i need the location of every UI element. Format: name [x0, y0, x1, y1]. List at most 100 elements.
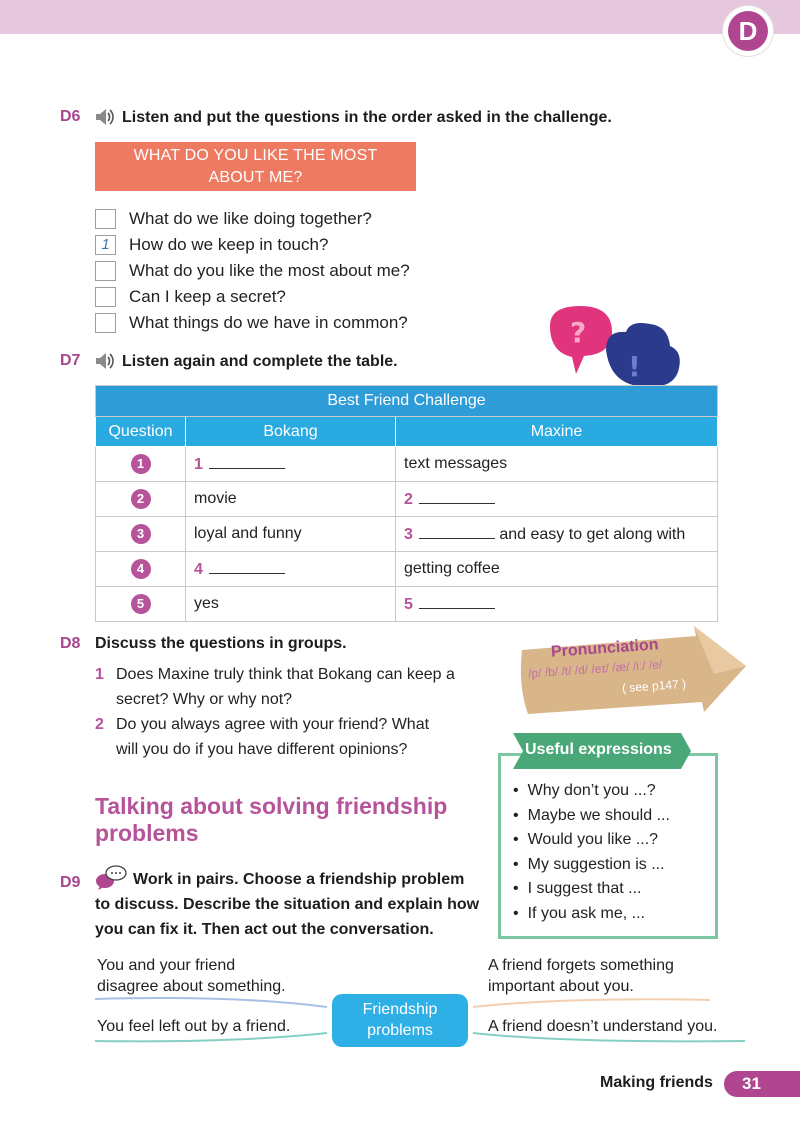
column-header: Bokang	[185, 416, 396, 447]
section-letter: D	[728, 11, 768, 51]
maxine-text: and easy to get along with	[499, 525, 686, 543]
question-text: How do we keep in touch?	[129, 235, 329, 254]
question-text: Can I keep a secret?	[129, 287, 286, 306]
center-line: Friendship	[362, 1001, 438, 1018]
heading-line: problems	[95, 820, 199, 846]
challenge-table: Best Friend Challenge Question Bokang Ma…	[95, 385, 718, 622]
blank-number: 5	[404, 595, 413, 613]
maxine-cell: 5	[395, 586, 718, 622]
heading-line: Talking about solving friendship	[95, 793, 448, 819]
friendship-problems-center: Friendship problems	[332, 994, 468, 1047]
question-cell: 1	[95, 446, 186, 482]
d6-code: D6	[60, 108, 81, 125]
speaker-icon[interactable]	[94, 106, 116, 133]
number-circle: 2	[130, 489, 151, 509]
list-item: 1 Does Maxine truly think that Bokang ca…	[95, 662, 495, 712]
d8-code: D8	[60, 635, 81, 652]
order-box[interactable]	[95, 313, 116, 333]
answer-blank[interactable]	[208, 560, 285, 574]
list-item: 2 Do you always agree with your friend? …	[95, 712, 495, 762]
item-line: secret? Why or why not?	[116, 691, 293, 708]
table-row: 3 loyal and funny 3 and easy to get alon…	[95, 516, 718, 552]
blank-number: 3	[404, 525, 413, 543]
blank-number: 2	[404, 490, 413, 508]
table-title: Best Friend Challenge	[95, 385, 718, 417]
maxine-cell: 2	[395, 481, 718, 517]
bokang-cell: 4	[185, 551, 396, 587]
table-row: 1 1 text messages	[95, 446, 718, 482]
section-heading: Talking about solving friendship problem…	[95, 793, 475, 847]
number-circle: 5	[130, 594, 151, 614]
answer-blank[interactable]	[418, 525, 495, 539]
table-row: 2 movie 2	[95, 481, 718, 517]
problem-line: disagree about something.	[97, 978, 286, 995]
item-text: Do you always agree with your friend? Wh…	[116, 712, 429, 762]
challenge-banner: WHAT DO YOU LIKE THE MOST ABOUT ME?	[95, 142, 416, 191]
section-badge: D	[723, 6, 773, 56]
page-number: 31	[724, 1071, 800, 1097]
d7-instruction: Listen again and complete the table.	[122, 353, 398, 370]
question-text: What things do we have in common?	[129, 313, 408, 332]
d7-code: D7	[60, 352, 81, 369]
order-box[interactable]	[95, 261, 116, 281]
question-cell: 3	[95, 516, 186, 552]
bokang-cell: movie	[185, 481, 396, 517]
top-band	[0, 0, 800, 34]
unit-title: Making friends	[600, 1074, 713, 1091]
speaker-icon[interactable]	[94, 350, 116, 377]
problem-not-understand: A friend doesn’t understand you.	[488, 1018, 718, 1035]
item-line: will you do if you have different opinio…	[116, 741, 408, 758]
maxine-cell: text messages	[395, 446, 718, 482]
pronunciation-tag[interactable]	[518, 626, 748, 716]
list-item: What do we like doing together?	[95, 206, 455, 232]
number-circle: 1	[130, 454, 151, 474]
problem-line: A friend forgets something	[488, 957, 674, 974]
item-text: Does Maxine truly think that Bokang can …	[116, 662, 455, 712]
d9-instruction: Work in pairs. Choose a friendship probl…	[95, 867, 490, 942]
list-item: Maybe we should ...	[513, 804, 713, 829]
d6-header: D6	[60, 108, 80, 126]
bokang-cell: loyal and funny	[185, 516, 396, 552]
list-item: If you ask me, ...	[513, 902, 713, 927]
useful-expressions-list: Why don’t you ...? Maybe we should ... W…	[513, 779, 713, 926]
answer-blank[interactable]	[418, 490, 495, 504]
svg-text:?: ?	[570, 316, 586, 349]
chat-bubbles-icon	[94, 864, 128, 895]
column-header: Maxine	[395, 416, 718, 447]
list-item: Would you like ...?	[513, 828, 713, 853]
question-text: What do we like doing together?	[129, 209, 372, 228]
question-text: What do you like the most about me?	[129, 261, 410, 280]
question-cell: 2	[95, 481, 186, 517]
problem-line: You and your friend	[97, 957, 236, 974]
item-line: Does Maxine truly think that Bokang can …	[116, 666, 455, 683]
d9-line: you can fix it. Then act out the convers…	[95, 921, 434, 938]
question-cell: 4	[95, 551, 186, 587]
list-item: Can I keep a secret?	[95, 284, 455, 310]
item-number: 1	[95, 666, 104, 683]
d6-instruction: Listen and put the questions in the orde…	[122, 109, 612, 126]
order-box[interactable]	[95, 287, 116, 307]
question-cell: 5	[95, 586, 186, 622]
list-item: 1 How do we keep in touch?	[95, 232, 455, 258]
mindmap-lines	[95, 997, 745, 1043]
maxine-cell: getting coffee	[395, 551, 718, 587]
list-item: What things do we have in common?	[95, 310, 455, 336]
list-item: My suggestion is ...	[513, 853, 713, 878]
order-box[interactable]: 1	[95, 235, 116, 255]
question-list: What do we like doing together? 1 How do…	[95, 206, 455, 336]
svg-text:!: !	[628, 350, 641, 383]
d9-line: Work in pairs. Choose a friendship probl…	[133, 871, 465, 888]
list-item: Why don’t you ...?	[513, 779, 713, 804]
bokang-cell: 1	[185, 446, 396, 482]
problem-disagree: You and your friend disagree about somet…	[97, 955, 286, 997]
list-item: What do you like the most about me?	[95, 258, 455, 284]
d9-line: to discuss. Describe the situation and e…	[95, 896, 480, 913]
banner-line: ABOUT ME?	[208, 169, 303, 186]
blank-number: 1	[194, 455, 203, 473]
maxine-cell: 3 and easy to get along with	[395, 516, 718, 552]
order-box[interactable]	[95, 209, 116, 229]
bokang-cell: yes	[185, 586, 396, 622]
table-row: 5 yes 5	[95, 586, 718, 622]
answer-blank[interactable]	[208, 455, 285, 469]
answer-blank[interactable]	[418, 595, 495, 609]
